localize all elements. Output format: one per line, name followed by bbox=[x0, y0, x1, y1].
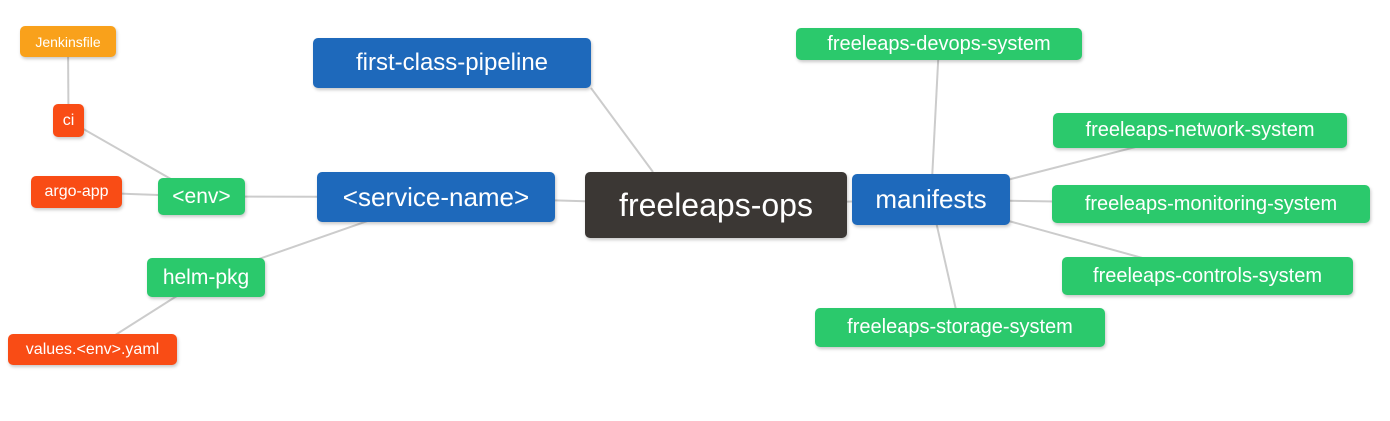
node-label: ci bbox=[62, 111, 75, 129]
node-label: argo-app bbox=[44, 183, 109, 200]
node-values-env-yaml[interactable]: values.<env>.yaml bbox=[8, 334, 177, 365]
node-first-class-pipeline[interactable]: first-class-pipeline bbox=[313, 38, 591, 88]
node-label: freeleaps-ops bbox=[619, 186, 813, 223]
node-freeleaps-ops[interactable]: freeleaps-ops bbox=[585, 172, 847, 238]
node-label: freeleaps-network-system bbox=[1085, 119, 1315, 141]
node-freeleaps-storage-system[interactable]: freeleaps-storage-system bbox=[815, 308, 1105, 347]
node-freeleaps-network-system[interactable]: freeleaps-network-system bbox=[1053, 113, 1347, 148]
node-freeleaps-devops-system[interactable]: freeleaps-devops-system bbox=[796, 28, 1082, 60]
node-label: first-class-pipeline bbox=[355, 49, 549, 76]
node-label: freeleaps-monitoring-system bbox=[1084, 192, 1338, 215]
node-label: values.<env>.yaml bbox=[25, 340, 160, 358]
node-label: Jenkinsfile bbox=[35, 33, 101, 50]
edge-manifests--freeleaps-devops-system bbox=[930, 43, 940, 200]
node-freeleaps-controls-system[interactable]: freeleaps-controls-system bbox=[1062, 257, 1353, 295]
node-argo-app[interactable]: argo-app bbox=[31, 176, 122, 208]
node-label: freeleaps-storage-system bbox=[847, 316, 1073, 338]
edge-first-class-pipeline--freeleaps-ops bbox=[590, 87, 654, 173]
node-label: <env> bbox=[172, 184, 231, 208]
node-env[interactable]: <env> bbox=[158, 178, 245, 215]
node-label: freeleaps-controls-system bbox=[1093, 264, 1322, 287]
node-ci[interactable]: ci bbox=[53, 104, 84, 137]
node-freeleaps-monitoring-system[interactable]: freeleaps-monitoring-system bbox=[1052, 185, 1370, 223]
node-jenkinsfile[interactable]: Jenkinsfile bbox=[20, 26, 116, 57]
node-service-name[interactable]: <service-name> bbox=[317, 172, 555, 222]
node-label: helm-pkg bbox=[162, 265, 250, 289]
node-label: <service-name> bbox=[342, 181, 530, 212]
node-label: freeleaps-devops-system bbox=[827, 32, 1051, 55]
node-manifests[interactable]: manifests bbox=[852, 174, 1010, 225]
node-helm-pkg[interactable]: helm-pkg bbox=[147, 258, 265, 297]
node-label: manifests bbox=[875, 184, 987, 214]
